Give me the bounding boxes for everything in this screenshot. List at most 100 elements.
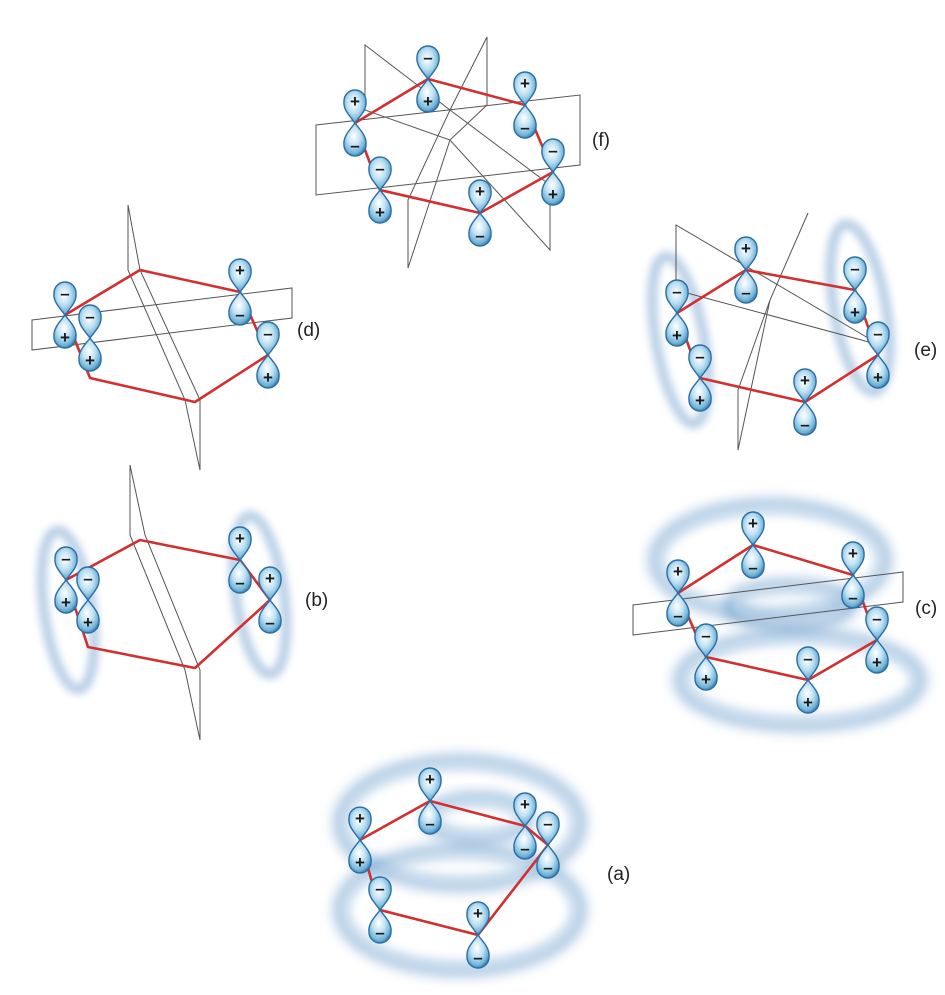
- panel-c-torus-1: [673, 628, 927, 732]
- panel-e-p-orbital-4-lower-lobe: +: [688, 376, 712, 412]
- panel-e-p-orbital-1-upper-lobe: –: [843, 256, 867, 292]
- panel-d-p-orbital-0-lower-lobe: +: [53, 313, 77, 349]
- minus-sign: –: [803, 649, 812, 668]
- panel-a-p-orbital-5-upper-lobe: +: [348, 806, 372, 842]
- plus-sign: +: [235, 261, 245, 280]
- panel-e-lobe-cloud-1: [825, 219, 895, 397]
- label-d: (d): [297, 320, 320, 341]
- panel-c-p-orbital-1-upper-lobe: +: [841, 541, 865, 577]
- panel-e-p-orbital-0-lower-lobe: –: [734, 268, 758, 304]
- panel-e-p-orbital-2-upper-lobe: –: [866, 321, 890, 357]
- minus-sign: –: [520, 118, 529, 137]
- panel-c-p-orbital-3-upper-lobe: –: [796, 646, 820, 682]
- minus-sign: –: [375, 879, 384, 898]
- panel-a-p-orbital-3-upper-lobe: +: [466, 901, 490, 937]
- plus-sign: +: [748, 514, 758, 533]
- panel-f-p-orbital-4-upper-lobe: –: [368, 156, 392, 192]
- plus-sign: +: [695, 391, 705, 410]
- panel-f-nodal-plane-2: [407, 36, 488, 269]
- minus-sign: –: [695, 347, 704, 366]
- minus-sign: –: [548, 141, 557, 160]
- panel-c-p-orbital-0-lower-lobe: –: [741, 543, 765, 579]
- plus-sign: +: [873, 368, 883, 387]
- panel-d-nodal-plane-1: [127, 204, 201, 471]
- plus-sign: +: [548, 185, 558, 204]
- panel-c-p-orbital-3-lower-lobe: +: [796, 678, 820, 714]
- panel-e-nodal-plane-1: [737, 212, 809, 451]
- panel-a-p-orbital-4-upper-lobe: –: [368, 876, 392, 912]
- plus-sign: +: [60, 328, 70, 347]
- minus-sign: –: [850, 259, 859, 278]
- panel-a-p-orbital-4-lower-lobe: –: [368, 908, 392, 944]
- panel-b-p-orbital-2-lower-lobe: –: [228, 558, 252, 594]
- panel-e-p-orbital-0-upper-lobe: +: [734, 236, 758, 272]
- label-b: (b): [305, 590, 328, 611]
- panel-d-p-orbital-2-upper-lobe: +: [228, 258, 252, 294]
- panel-d-p-orbital-3-lower-lobe: +: [256, 353, 280, 389]
- panel-e-p-orbital-3-lower-lobe: –: [793, 400, 817, 436]
- panel-c-p-orbital-5-lower-lobe: –: [666, 591, 690, 627]
- panel-e-lobe-cloud-0: [647, 251, 713, 429]
- minus-sign: –: [60, 284, 69, 303]
- panel-a-torus-0-inner: [343, 762, 577, 884]
- minus-sign: –: [263, 324, 272, 343]
- panel-e: +––+–++––+–+: [647, 212, 895, 451]
- plus-sign: +: [265, 569, 275, 588]
- plus-sign: +: [520, 795, 530, 814]
- panel-a-p-orbital-1-lower-lobe: –: [513, 824, 537, 860]
- plus-sign: +: [741, 239, 751, 258]
- plus-sign: +: [61, 593, 71, 612]
- panel-d: –+–++––+: [31, 204, 293, 471]
- panel-b-nodal-plane-0: [129, 464, 201, 741]
- minus-sign: –: [872, 609, 881, 628]
- minus-sign: –: [350, 136, 359, 155]
- panel-f-p-orbital-5-upper-lobe: +: [343, 89, 367, 125]
- minus-sign: –: [672, 282, 681, 301]
- panel-a-p-orbital-0-lower-lobe: –: [418, 799, 442, 835]
- plus-sign: +: [672, 326, 682, 345]
- plus-sign: +: [85, 351, 95, 370]
- panel-b-p-orbital-1-upper-lobe: –: [76, 566, 100, 602]
- minus-sign: –: [83, 569, 92, 588]
- minus-sign: –: [61, 549, 70, 568]
- panel-d-nodal-plane-0: [31, 287, 293, 351]
- plus-sign: +: [850, 303, 860, 322]
- panel-e-p-orbital-5-upper-lobe: –: [665, 279, 689, 315]
- panel-e-p-orbital-1-lower-lobe: +: [843, 288, 867, 324]
- minus-sign: –: [375, 923, 384, 942]
- minus-sign: –: [265, 613, 274, 632]
- panel-f-p-orbital-3-upper-lobe: +: [468, 179, 492, 215]
- plus-sign: +: [475, 182, 485, 201]
- plus-sign: +: [800, 371, 810, 390]
- panel-a-torus-1-inner: [343, 851, 577, 969]
- panel-d-p-orbital-3-upper-lobe: –: [256, 321, 280, 357]
- minus-sign: –: [375, 159, 384, 178]
- panel-b-p-orbital-1-lower-lobe: +: [76, 598, 100, 634]
- panel-a-p-orbital-3-lower-lobe: –: [466, 933, 490, 969]
- panel-f: –++––++––++–: [315, 36, 581, 269]
- minus-sign: –: [475, 226, 484, 245]
- panel-a-p-orbital-2-lower-lobe: –: [536, 843, 560, 879]
- panel-c-torus-0-inner: [658, 506, 882, 614]
- panel-f-p-orbital-5-lower-lobe: –: [343, 121, 367, 157]
- panel-a-p-orbital-2-upper-lobe: –: [536, 811, 560, 847]
- panel-e-p-orbital-2-lower-lobe: +: [866, 353, 890, 389]
- panel-b-p-orbital-0-lower-lobe: +: [54, 578, 78, 614]
- plus-sign: +: [235, 529, 245, 548]
- panel-c-p-orbital-2-lower-lobe: +: [865, 638, 889, 674]
- minus-sign: –: [741, 283, 750, 302]
- plus-sign: +: [520, 74, 530, 93]
- minus-sign: –: [235, 573, 244, 592]
- panel-f-p-orbital-4-lower-lobe: +: [368, 188, 392, 224]
- panel-b-p-orbital-3-lower-lobe: –: [258, 598, 282, 634]
- panel-f-p-orbital-0-lower-lobe: +: [416, 77, 440, 113]
- panel-f-p-orbital-1-lower-lobe: –: [513, 103, 537, 139]
- plus-sign: +: [872, 653, 882, 672]
- panel-c-torus-2-inner: [733, 586, 847, 624]
- plus-sign: +: [803, 693, 813, 712]
- panel-c-p-orbital-4-lower-lobe: +: [694, 655, 718, 691]
- label-a: (a): [607, 864, 630, 885]
- panel-c-torus-1-inner: [683, 636, 917, 724]
- panel-e-nodal-plane-0: [675, 224, 881, 346]
- plus-sign: +: [848, 544, 858, 563]
